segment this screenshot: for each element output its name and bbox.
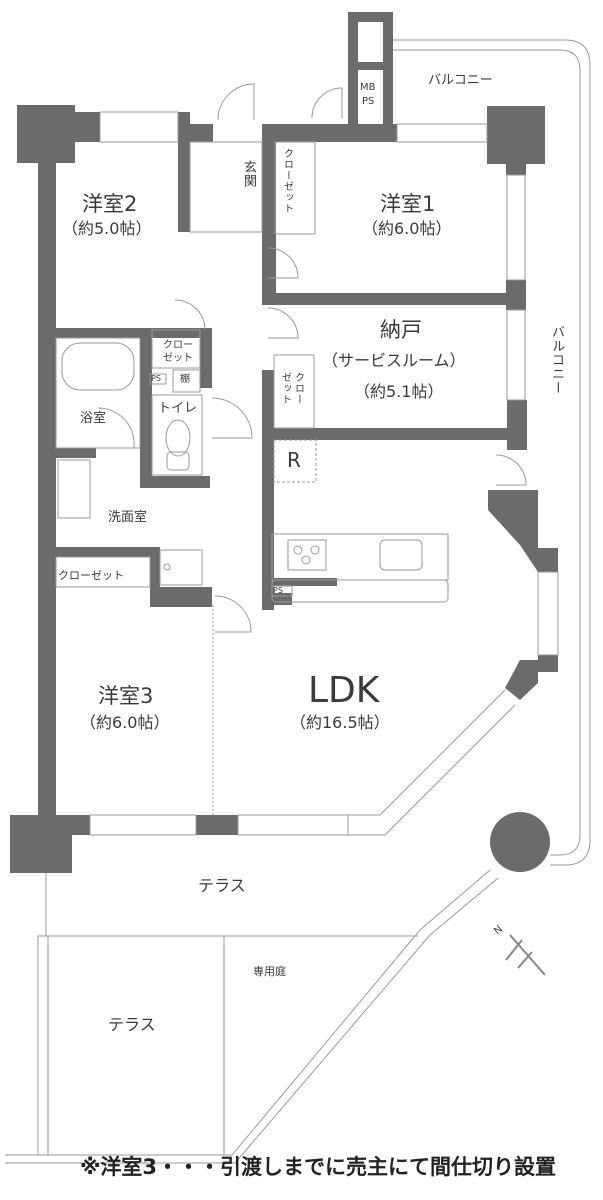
room-western3-size: （約6.0帖） xyxy=(80,713,170,732)
label-balcony-right: バルコニー xyxy=(548,325,564,395)
room-storage-name: 納戸 xyxy=(380,318,422,342)
room-ldk-size: （約16.5帖） xyxy=(290,713,390,732)
label-mb: MB xyxy=(360,82,376,93)
label-closet-storage-2: ゼット xyxy=(279,372,291,405)
room-western1-size: （約6.0帖） xyxy=(362,219,452,238)
room-western2-size: （約5.0帖） xyxy=(62,219,152,238)
label-private-garden: 専用庭 xyxy=(253,965,286,978)
label-washroom: 洗面室 xyxy=(108,510,148,525)
room-western3-name: 洋室3 xyxy=(98,684,154,708)
walls xyxy=(10,12,558,873)
label-entrance: 玄関 xyxy=(240,160,256,188)
room-storage-size: （約5.1帖） xyxy=(354,382,444,401)
label-balcony-top: バルコニー xyxy=(428,73,493,88)
room-ldk-name: LDK xyxy=(308,670,380,711)
thin-lines xyxy=(5,39,591,1164)
label-closet-western3: クローゼット xyxy=(58,569,124,582)
label-shelf: 棚 xyxy=(180,374,190,385)
label-terrace-front: テラス xyxy=(198,876,246,895)
label-bath: 浴室 xyxy=(80,411,107,426)
label-ps: PS xyxy=(362,96,375,107)
handover-note: ※洋室3・・・引渡しまでに売主にて間仕切り設置 xyxy=(80,1155,557,1179)
label-closet-entrance: クローゼット xyxy=(281,148,293,214)
label-closet-storage-1: クロー xyxy=(292,372,304,405)
room-western2-name: 洋室2 xyxy=(82,192,138,216)
label-terrace-garden: テラス xyxy=(108,1015,156,1034)
label-refrigerator: R xyxy=(287,448,301,472)
label-toilet: トイレ xyxy=(158,401,198,416)
label-closet-small-2: ゼット xyxy=(163,353,193,364)
room-storage-sub: （サービスルーム） xyxy=(322,351,466,370)
label-ps-kitchen: PS xyxy=(273,586,283,595)
label-ps-bath: PS xyxy=(151,374,161,383)
room-western1-name: 洋室1 xyxy=(380,192,436,216)
label-closet-small-1: クロー xyxy=(163,340,193,351)
